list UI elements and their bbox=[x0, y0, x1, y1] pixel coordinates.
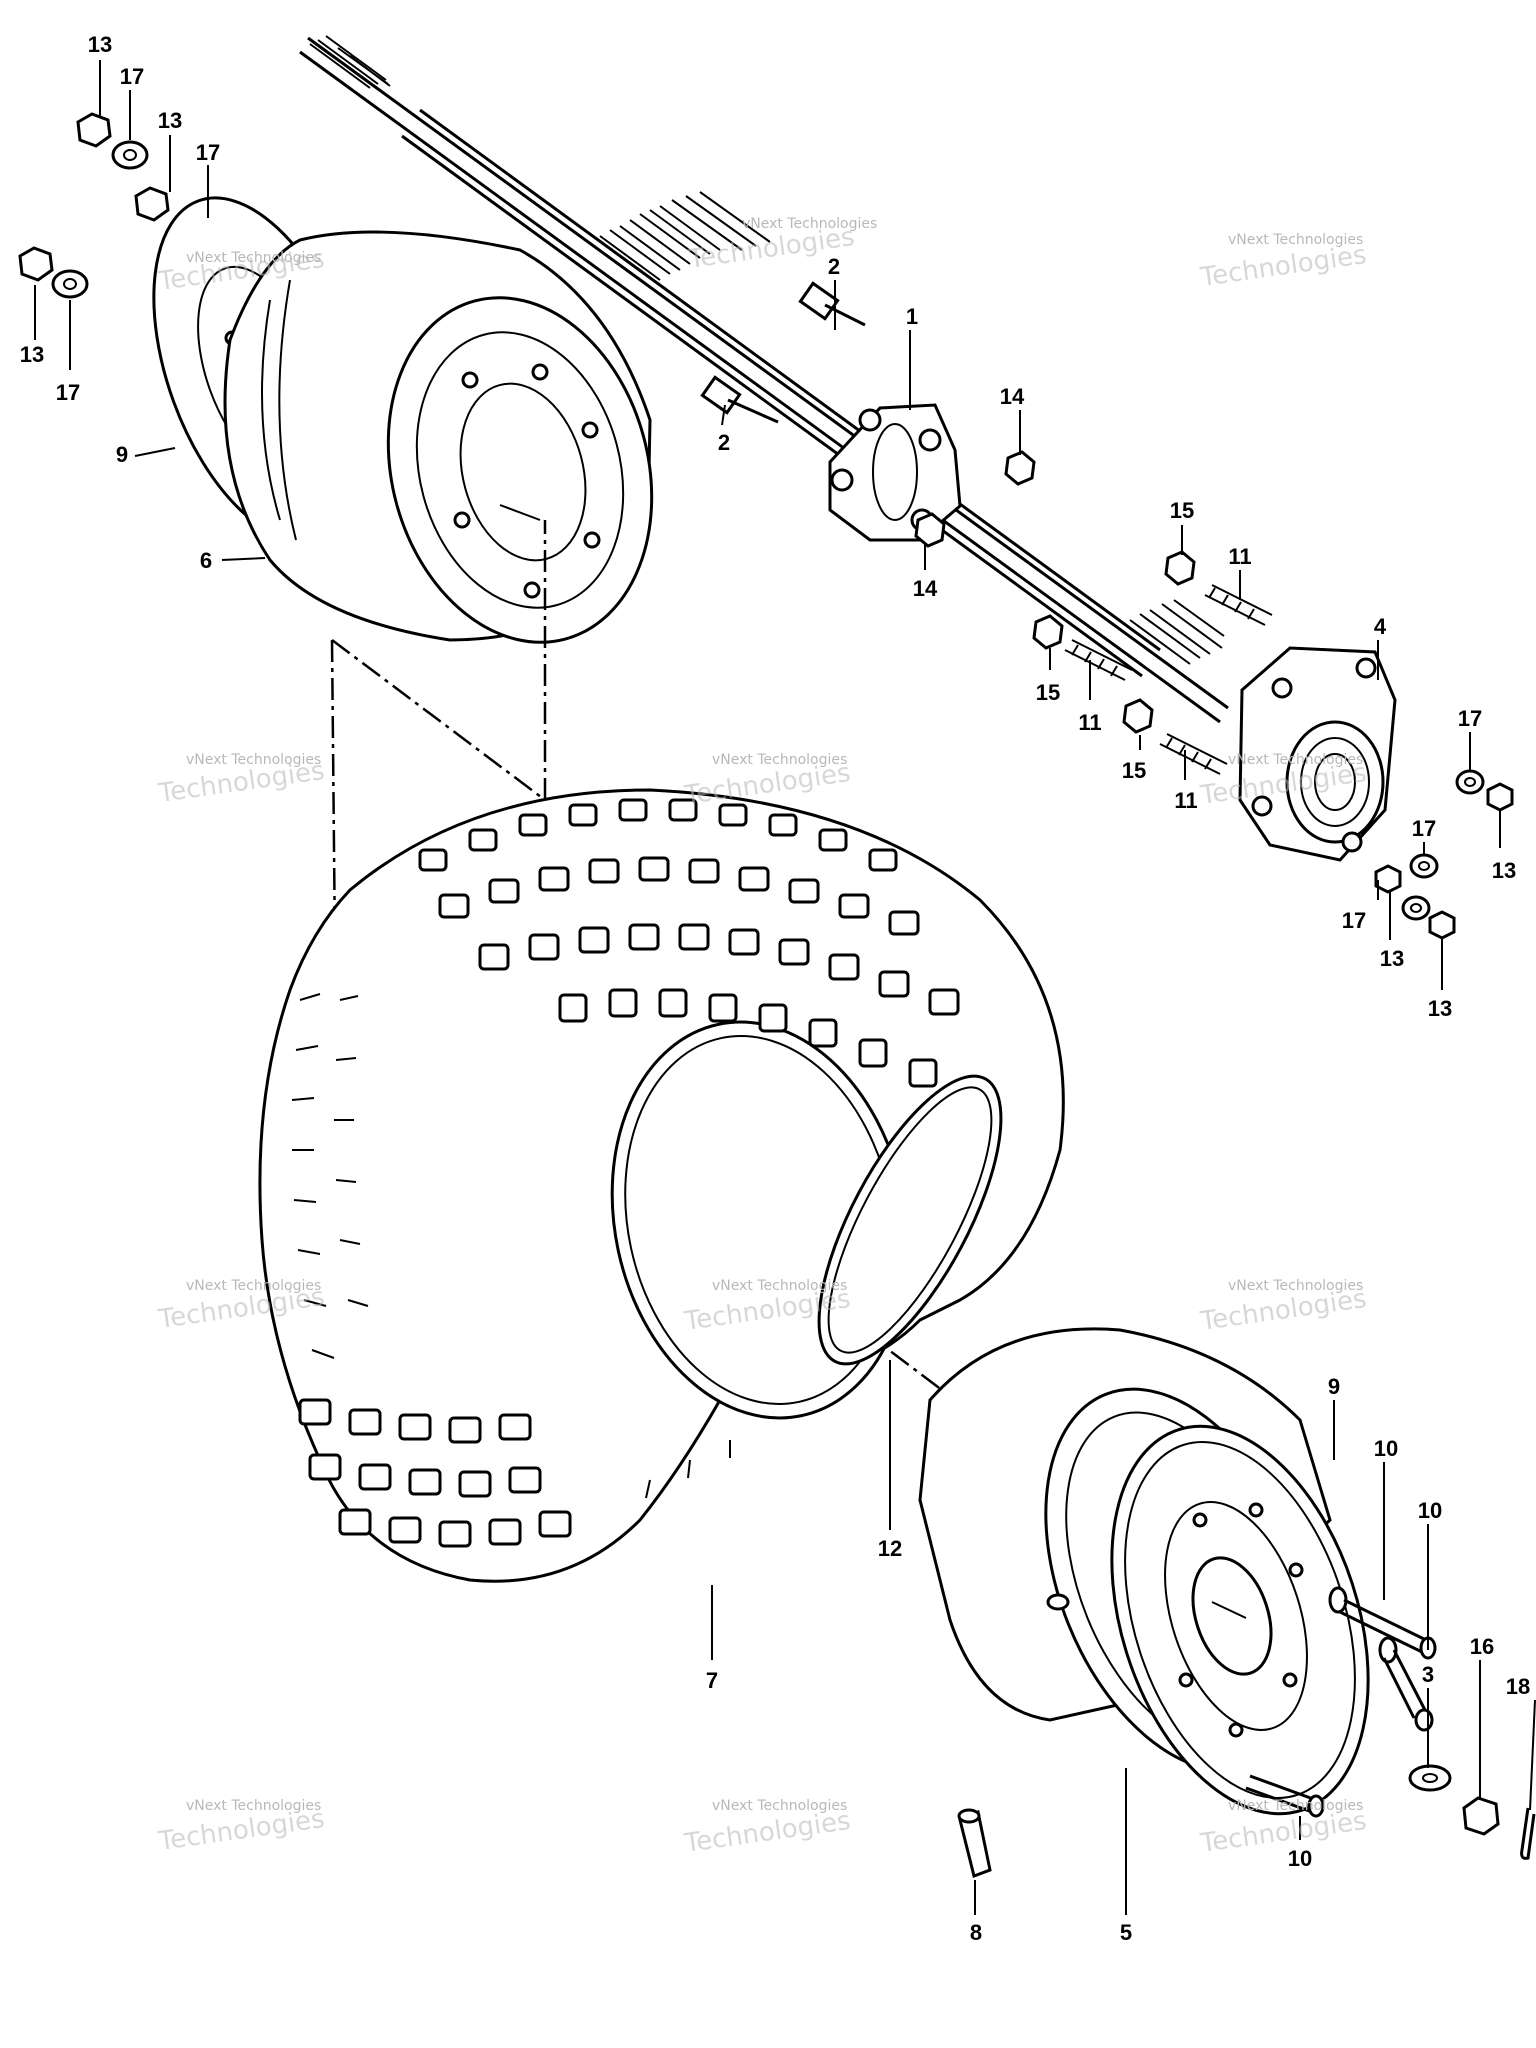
callout-2: 2 bbox=[828, 254, 840, 279]
callout-9: 9 bbox=[1328, 1374, 1340, 1399]
callout-17: 17 bbox=[1342, 908, 1366, 933]
nut-13-f bbox=[1428, 910, 1456, 940]
stud-11-c bbox=[1159, 733, 1228, 775]
nut-15-c bbox=[1122, 698, 1154, 734]
alignment-line-upper bbox=[330, 520, 547, 951]
callout-13: 13 bbox=[20, 342, 44, 367]
castle-nut-16 bbox=[1462, 1796, 1500, 1836]
axle-shaft bbox=[299, 35, 1229, 724]
stud-11-b bbox=[1064, 639, 1133, 681]
callout-13: 13 bbox=[88, 32, 112, 57]
tire bbox=[258, 788, 1065, 1583]
callout-2: 2 bbox=[718, 430, 730, 455]
nut-15-a bbox=[1164, 550, 1196, 586]
valve-stem-8 bbox=[957, 1808, 992, 1878]
watermark-text: vNext Technologies bbox=[186, 1278, 321, 1294]
upper-rim bbox=[223, 230, 654, 644]
callout-10: 10 bbox=[1418, 1498, 1442, 1523]
washer-3 bbox=[1408, 1764, 1452, 1792]
callout-15: 15 bbox=[1036, 680, 1060, 705]
callout-12: 12 bbox=[878, 1536, 902, 1561]
callout-9: 9 bbox=[116, 442, 128, 467]
nut-13-b bbox=[134, 186, 170, 222]
washer-17-c bbox=[51, 269, 89, 299]
watermark-text: vNext Technologies bbox=[742, 216, 877, 232]
callout-17: 17 bbox=[1458, 706, 1482, 731]
washer-17-d bbox=[1455, 769, 1485, 795]
watermark-text: vNext Technologies bbox=[1228, 232, 1363, 248]
callout-17: 17 bbox=[120, 64, 144, 89]
callout-4: 4 bbox=[1374, 614, 1387, 639]
bolt-10-a bbox=[1328, 1586, 1437, 1660]
bolt-10-c bbox=[1245, 1774, 1325, 1818]
callout-13: 13 bbox=[1428, 996, 1452, 1021]
nut-13-c bbox=[18, 246, 54, 282]
callout-10: 10 bbox=[1374, 1436, 1398, 1461]
callout-15: 15 bbox=[1170, 498, 1194, 523]
watermark-text: vNext Technologies bbox=[712, 752, 847, 768]
o-ring bbox=[817, 1074, 1003, 1366]
callout-13: 13 bbox=[158, 108, 182, 133]
callout-17: 17 bbox=[196, 140, 220, 165]
watermark-text: vNext Technologies bbox=[186, 1798, 321, 1814]
callout-14: 14 bbox=[913, 576, 938, 601]
callout-17: 17 bbox=[1412, 816, 1436, 841]
watermark-text: vNext Technologies bbox=[186, 752, 321, 768]
callout-14: 14 bbox=[1000, 384, 1025, 409]
watermark-text: vNext Technologies bbox=[1228, 752, 1363, 768]
nut-13-d bbox=[1486, 782, 1514, 812]
washer-17-e bbox=[1409, 853, 1439, 879]
callout-18: 18 bbox=[1506, 1674, 1530, 1699]
callout-11: 11 bbox=[1228, 544, 1251, 569]
callout-11: 11 bbox=[1078, 710, 1101, 735]
watermark-text: vNext Technologies bbox=[186, 250, 321, 266]
watermark-text: vNext Technologies bbox=[1228, 1798, 1363, 1814]
washer-17-a bbox=[111, 140, 149, 170]
callout-3: 3 bbox=[1422, 1662, 1434, 1687]
callout-13: 13 bbox=[1380, 946, 1404, 971]
callout-17: 17 bbox=[56, 380, 80, 405]
watermark-text: vNext Technologies bbox=[712, 1798, 847, 1814]
nut-13-a bbox=[76, 112, 112, 148]
nut-13-e bbox=[1374, 864, 1402, 894]
leader-lines bbox=[34, 60, 1536, 1915]
callout-labels: 13 17 13 17 13 17 9 6 2 2 1 14 14 15 11 … bbox=[20, 32, 1530, 1945]
callout-11: 11 bbox=[1174, 788, 1197, 813]
callout-5: 5 bbox=[1120, 1920, 1132, 1945]
nut-15-b bbox=[1032, 614, 1064, 650]
bearing-housing bbox=[1238, 646, 1397, 862]
watermark-text: vNext Technologies bbox=[712, 1278, 847, 1294]
watermark-text: vNext Technologies bbox=[1228, 1278, 1363, 1294]
callout-8: 8 bbox=[970, 1920, 982, 1945]
bolt-2-lower bbox=[700, 375, 779, 424]
callout-13: 13 bbox=[1492, 858, 1516, 883]
callout-16: 16 bbox=[1470, 1634, 1494, 1659]
stud-11-a bbox=[1204, 584, 1273, 626]
bolt-2-upper bbox=[798, 281, 866, 327]
callout-10: 10 bbox=[1288, 1846, 1312, 1871]
callout-1: 1 bbox=[906, 304, 918, 329]
nut-14-a bbox=[1004, 450, 1036, 486]
nut-14-b bbox=[914, 512, 946, 548]
callout-15: 15 bbox=[1122, 758, 1146, 783]
lower-disc bbox=[1110, 1424, 1370, 1816]
callout-7: 7 bbox=[706, 1668, 718, 1693]
callout-6: 6 bbox=[200, 548, 212, 573]
cotter-pin-18 bbox=[1520, 1807, 1536, 1860]
washer-17-f bbox=[1401, 895, 1431, 921]
tire-tread bbox=[298, 798, 960, 1548]
